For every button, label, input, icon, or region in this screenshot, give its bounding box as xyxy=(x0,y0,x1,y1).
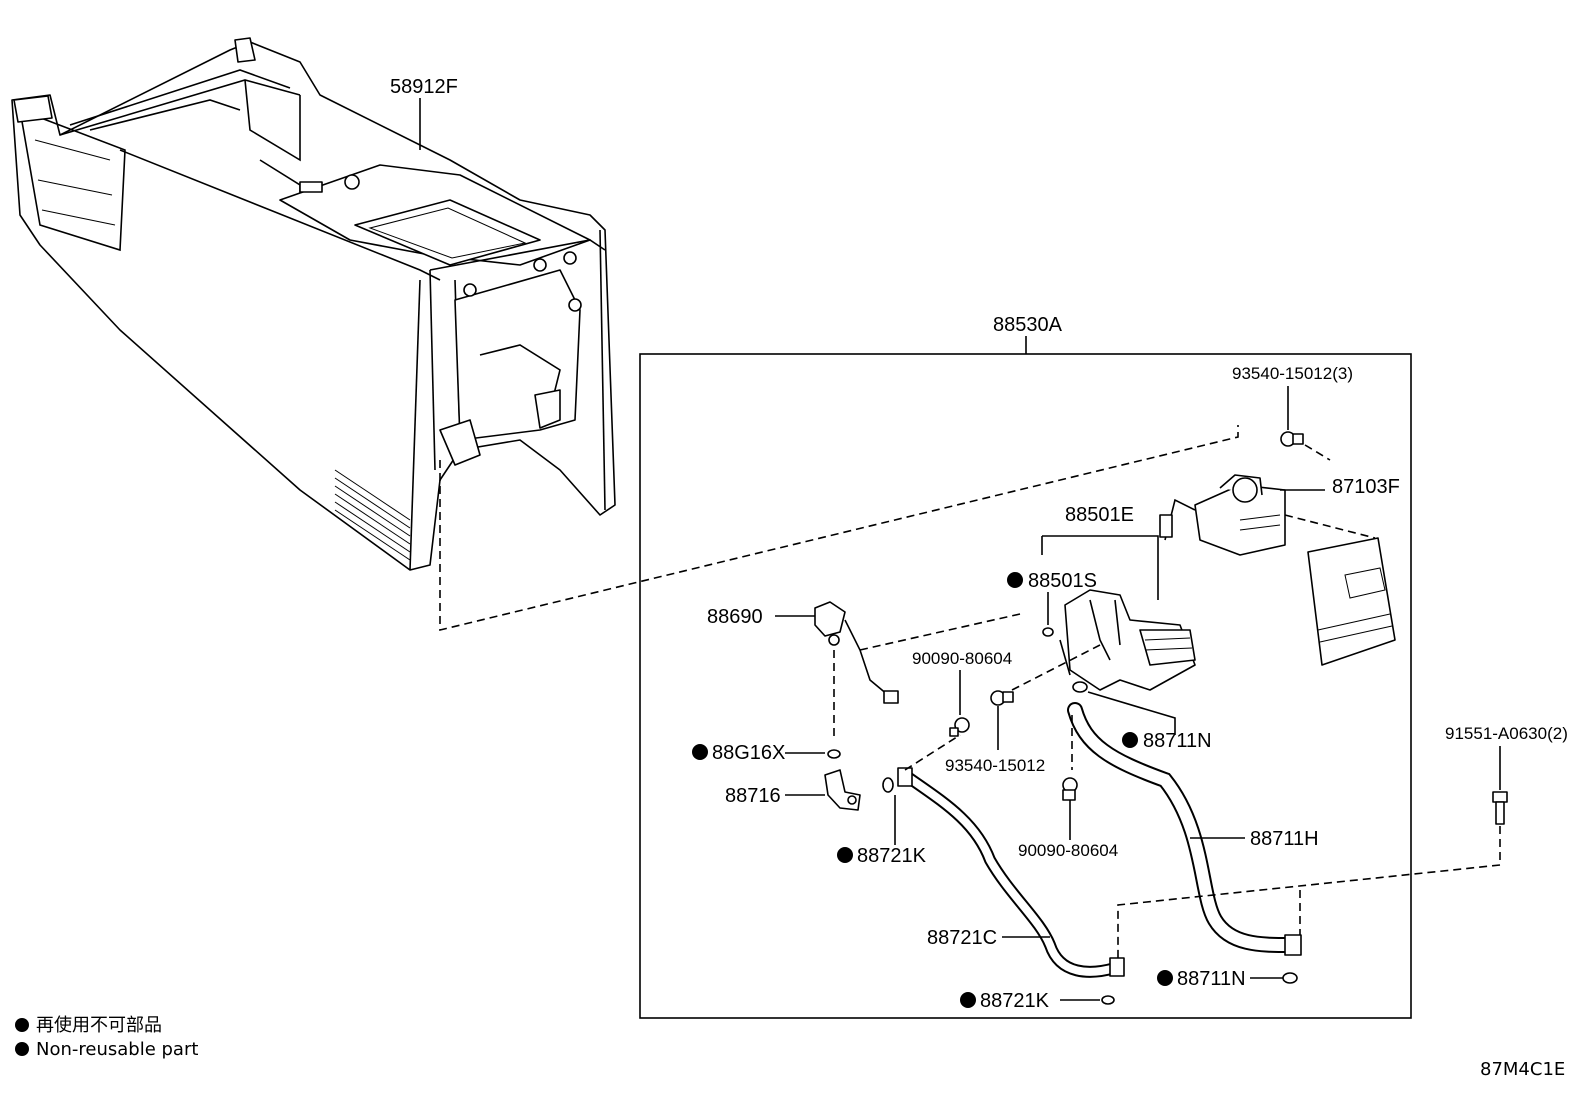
oring-88721K-b xyxy=(1101,995,1115,1005)
label-88690: 88690 xyxy=(707,606,763,628)
bullet-88501S xyxy=(1007,572,1023,588)
oring-88721K-a xyxy=(882,777,894,793)
bullet-88711N-a xyxy=(1122,732,1138,748)
label-88501S: 88501S xyxy=(1028,570,1097,592)
motor-87103F xyxy=(1159,474,1286,556)
label-88530A: 88530A xyxy=(993,314,1063,336)
label-88711N-a: 88711N xyxy=(1143,730,1212,752)
bullet-88721K-b xyxy=(960,992,976,1008)
filter-panel xyxy=(1307,537,1396,666)
label-93540-15012-3: 93540-15012(3) xyxy=(1232,364,1353,383)
label-87103F: 87103F xyxy=(1332,476,1400,498)
legend-text-jp: 再使用不可部品 xyxy=(36,1015,162,1036)
bolt-91551-A0630 xyxy=(1492,791,1508,825)
label-90090-80604-b: 90090-80604 xyxy=(1018,841,1118,860)
oring-88711N-a xyxy=(1072,681,1088,693)
label-88501E: 88501E xyxy=(1065,504,1134,526)
clip-90090-80604-a xyxy=(949,717,970,737)
label-88721C: 88721C xyxy=(927,927,997,949)
label-58912F: 58912F xyxy=(390,76,458,98)
bullet-88G16X xyxy=(692,744,708,760)
screw-93540-15012 xyxy=(990,690,1014,706)
label-88721K-b: 88721K xyxy=(980,990,1050,1012)
bullet-88711N-b xyxy=(1157,970,1173,986)
unit-88501E xyxy=(1059,589,1196,691)
label-88711N-b: 88711N xyxy=(1177,968,1246,990)
oring-88G16X xyxy=(827,749,841,759)
legend-bullet-en xyxy=(15,1042,29,1056)
diagram-code: 87M4C1E xyxy=(1480,1059,1565,1080)
oring-88501S xyxy=(1042,627,1054,637)
clip-90090-80604-b xyxy=(1062,777,1078,801)
dashed-link-console xyxy=(439,425,1239,632)
legend-bullet-jp xyxy=(15,1018,29,1032)
label-93540-15012: 93540-15012 xyxy=(945,756,1045,775)
sensor-88690 xyxy=(814,601,899,704)
label-91551-A0630-2: 91551-A0630(2) xyxy=(1445,724,1568,743)
label-88G16X: 88G16X xyxy=(712,742,785,764)
legend-text-en: Non-reusable part xyxy=(36,1039,198,1060)
console-box-drawing xyxy=(11,37,616,571)
oring-88711N-b xyxy=(1282,972,1298,984)
label-88716: 88716 xyxy=(725,785,781,807)
bullet-88721K-a xyxy=(837,847,853,863)
label-88721K-a: 88721K xyxy=(857,845,927,867)
assembly-box-88530A xyxy=(639,353,1412,1019)
label-88711H: 88711H xyxy=(1250,828,1319,850)
screw-93540-15012-3 xyxy=(1280,431,1304,447)
label-90090-80604-a: 90090-80604 xyxy=(912,649,1012,668)
fitting-88716 xyxy=(824,769,861,811)
